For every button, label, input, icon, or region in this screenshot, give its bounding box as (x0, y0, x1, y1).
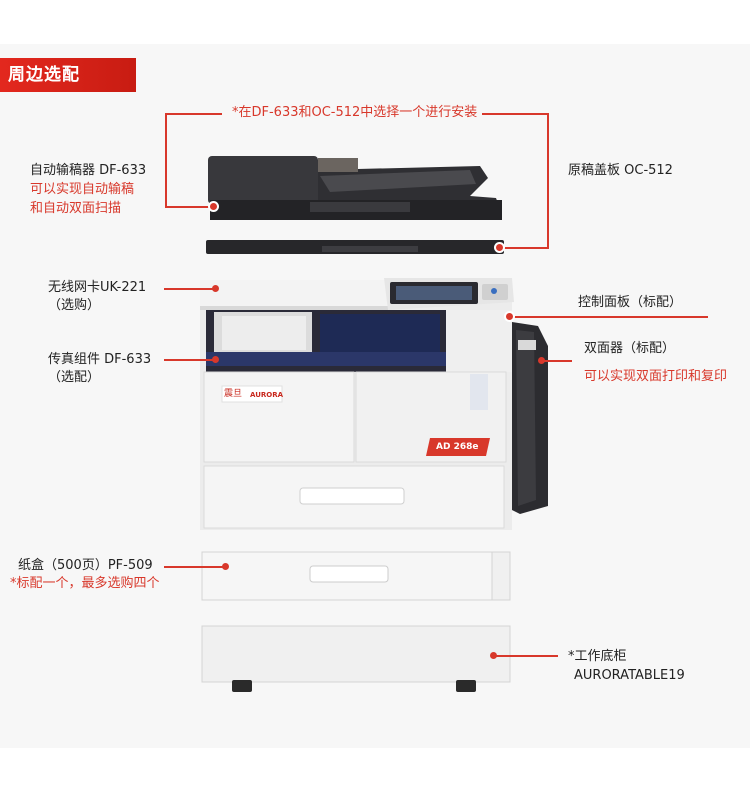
work-stand-unit (201, 625, 511, 692)
cover-dot (496, 244, 503, 251)
adf-dot (210, 203, 217, 210)
fax-option: （选配） (48, 370, 101, 385)
copier-body (200, 278, 548, 530)
control-panel-dot (506, 313, 513, 320)
paper-tray-unit (201, 551, 511, 601)
duplex-name: 双面器（标配） (584, 341, 676, 356)
tray-leader-line (164, 566, 224, 568)
stand-name: *工作底柜 (568, 649, 627, 664)
stand-leader-line (494, 655, 558, 657)
stand-model: AURORATABLE19 (574, 668, 685, 683)
model-badge: AD 268e (436, 442, 479, 452)
tray-name: 纸盒（500页）PF-509 (18, 558, 153, 573)
brand-en: AURORA (250, 391, 284, 399)
tray-desc: *标配一个，最多选购四个 (10, 576, 160, 591)
duplex-dot (538, 357, 545, 364)
section-title-tab: 周边选配 (0, 58, 136, 92)
fax-name: 传真组件 DF-633 (48, 352, 152, 367)
section-title: 周边选配 (8, 65, 80, 85)
adf-desc-line1: 可以实现自动输稿 (30, 182, 135, 197)
fax-dot (212, 356, 219, 363)
wlan-dot (212, 285, 219, 292)
brand-cn: 震旦 (224, 389, 243, 399)
duplex-leader-line (544, 360, 572, 362)
fax-leader-line (164, 359, 214, 361)
adf-unit (208, 156, 502, 220)
original-cover (206, 240, 504, 254)
adf-desc-line2: 和自动双面扫描 (30, 201, 122, 216)
tray-dot (222, 563, 229, 570)
wlan-option: （选购） (48, 298, 101, 313)
wlan-name: 无线网卡UK-221 (48, 280, 147, 295)
duplex-desc: 可以实现双面打印和复印 (584, 369, 728, 384)
install-note: *在DF-633和OC-512中选择一个进行安装 (232, 105, 478, 120)
stand-dot (490, 652, 497, 659)
wlan-leader-line (164, 288, 214, 290)
adf-name: 自动输稿器 DF-633 (30, 163, 147, 178)
cover-name: 原稿盖板 OC-512 (568, 163, 673, 178)
install-bracket (165, 113, 549, 249)
control-panel-name: 控制面板（标配） (578, 295, 683, 310)
control-panel-leader-line (512, 316, 708, 318)
